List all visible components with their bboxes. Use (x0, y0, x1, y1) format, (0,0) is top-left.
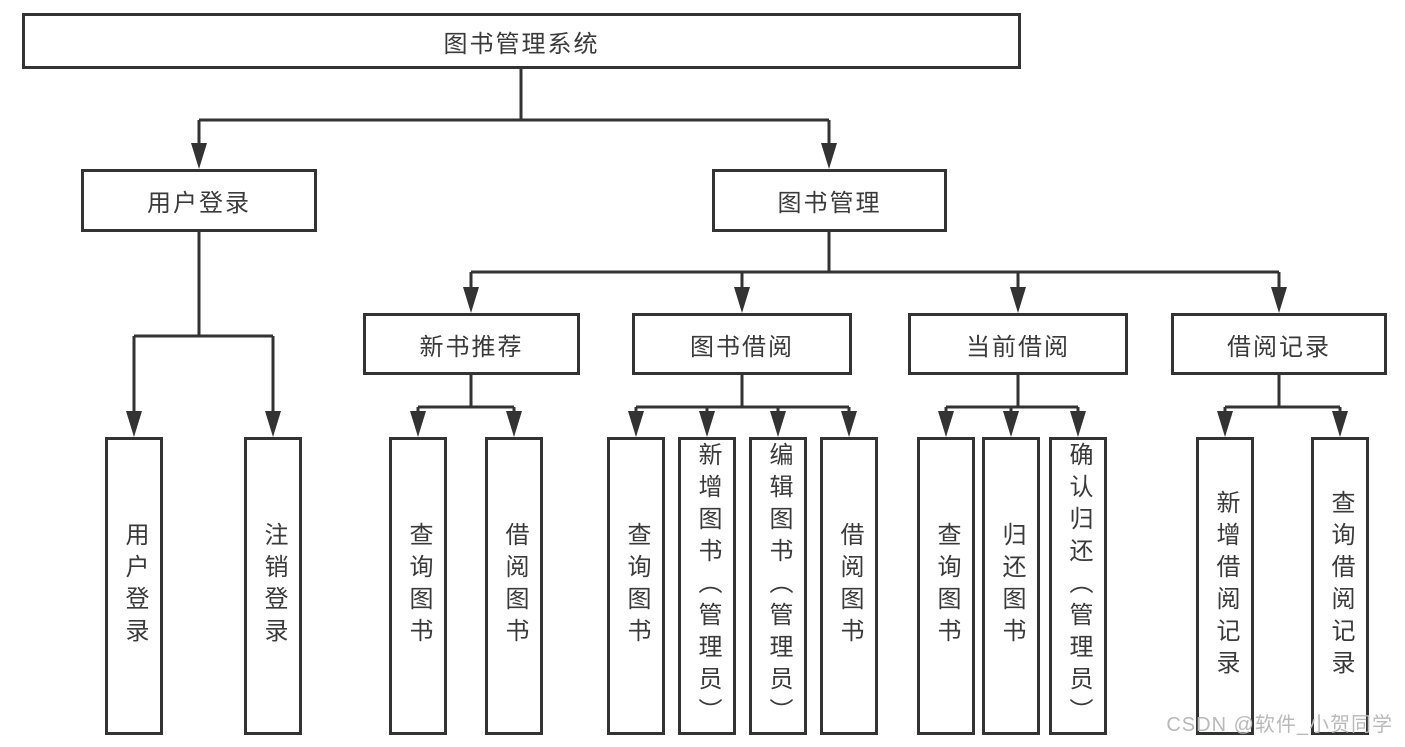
node-user-login-label: 用户登录 (147, 190, 251, 217)
node-leaf-borrow-books-recommend-label: 借阅图书 (501, 522, 528, 650)
node-borrow-records-label: 借阅记录 (1227, 333, 1331, 361)
arrowheads (126, 143, 1348, 437)
node-leaf-query-books-current-label: 查询图书 (933, 522, 960, 650)
node-new-book-recommend-label: 新书推荐 (419, 333, 524, 361)
node-book-management: 图书管理 (712, 169, 947, 232)
node-leaf-return-book: 归还图书 (982, 437, 1040, 735)
node-leaf-query-books-borrow-label: 查询图书 (623, 522, 650, 650)
node-leaf-add-book-admin: 新增图书（管理员） (678, 437, 736, 735)
connector-root-to-level2 (197, 69, 831, 152)
csdn-watermark: CSDN @软件_小贺同学 (1166, 714, 1393, 736)
connector-new-book-branch (416, 375, 516, 420)
node-leaf-confirm-return-admin: 确认归还（管理员） (1049, 437, 1107, 735)
node-book-management-label: 图书管理 (777, 190, 882, 217)
node-leaf-user-login-label: 用户登录 (121, 522, 148, 650)
node-library-management-system: 图书管理系统 (22, 13, 1021, 69)
node-leaf-add-borrow-record-label: 新增借阅记录 (1212, 490, 1239, 682)
node-user-login: 用户登录 (81, 169, 317, 232)
node-leaf-logout-label: 注销登录 (260, 522, 287, 650)
node-leaf-user-login: 用户登录 (105, 437, 163, 735)
node-borrow-records: 借阅记录 (1171, 313, 1387, 375)
node-leaf-query-books-recommend: 查询图书 (389, 437, 447, 735)
node-leaf-add-book-admin-label: 新增图书（管理员） (694, 442, 721, 730)
node-leaf-return-book-label: 归还图书 (998, 522, 1025, 650)
node-leaf-query-books-current: 查询图书 (917, 437, 975, 735)
node-leaf-borrow-books-label: 借阅图书 (836, 522, 863, 650)
connector-user-login-branch (132, 232, 275, 420)
connector-book-management-branch (469, 232, 1281, 296)
node-leaf-borrow-books-recommend: 借阅图书 (485, 437, 543, 735)
node-leaf-query-borrow-record-label: 查询借阅记录 (1327, 490, 1354, 682)
node-book-borrow-label: 图书借阅 (690, 333, 794, 361)
node-new-book-recommend: 新书推荐 (363, 313, 580, 375)
node-current-borrow: 当前借阅 (908, 313, 1128, 375)
node-leaf-add-borrow-record: 新增借阅记录 (1196, 437, 1254, 735)
node-leaf-confirm-return-admin-label: 确认归还（管理员） (1065, 442, 1092, 730)
node-leaf-edit-book-admin: 编辑图书（管理员） (749, 437, 807, 735)
node-leaf-query-borrow-record: 查询借阅记录 (1311, 437, 1369, 735)
node-book-borrow: 图书借阅 (632, 313, 852, 375)
node-leaf-query-books-recommend-label: 查询图书 (405, 522, 432, 650)
connector-book-borrow-branch (634, 375, 851, 420)
node-current-borrow-label: 当前借阅 (966, 333, 1070, 361)
node-leaf-logout: 注销登录 (244, 437, 302, 735)
connector-borrow-record-branch (1223, 375, 1342, 420)
node-library-management-system-label: 图书管理系统 (443, 30, 600, 58)
node-leaf-edit-book-admin-label: 编辑图书（管理员） (765, 442, 792, 730)
node-leaf-borrow-books: 借阅图书 (820, 437, 878, 735)
node-leaf-query-books-borrow: 查询图书 (607, 437, 665, 735)
